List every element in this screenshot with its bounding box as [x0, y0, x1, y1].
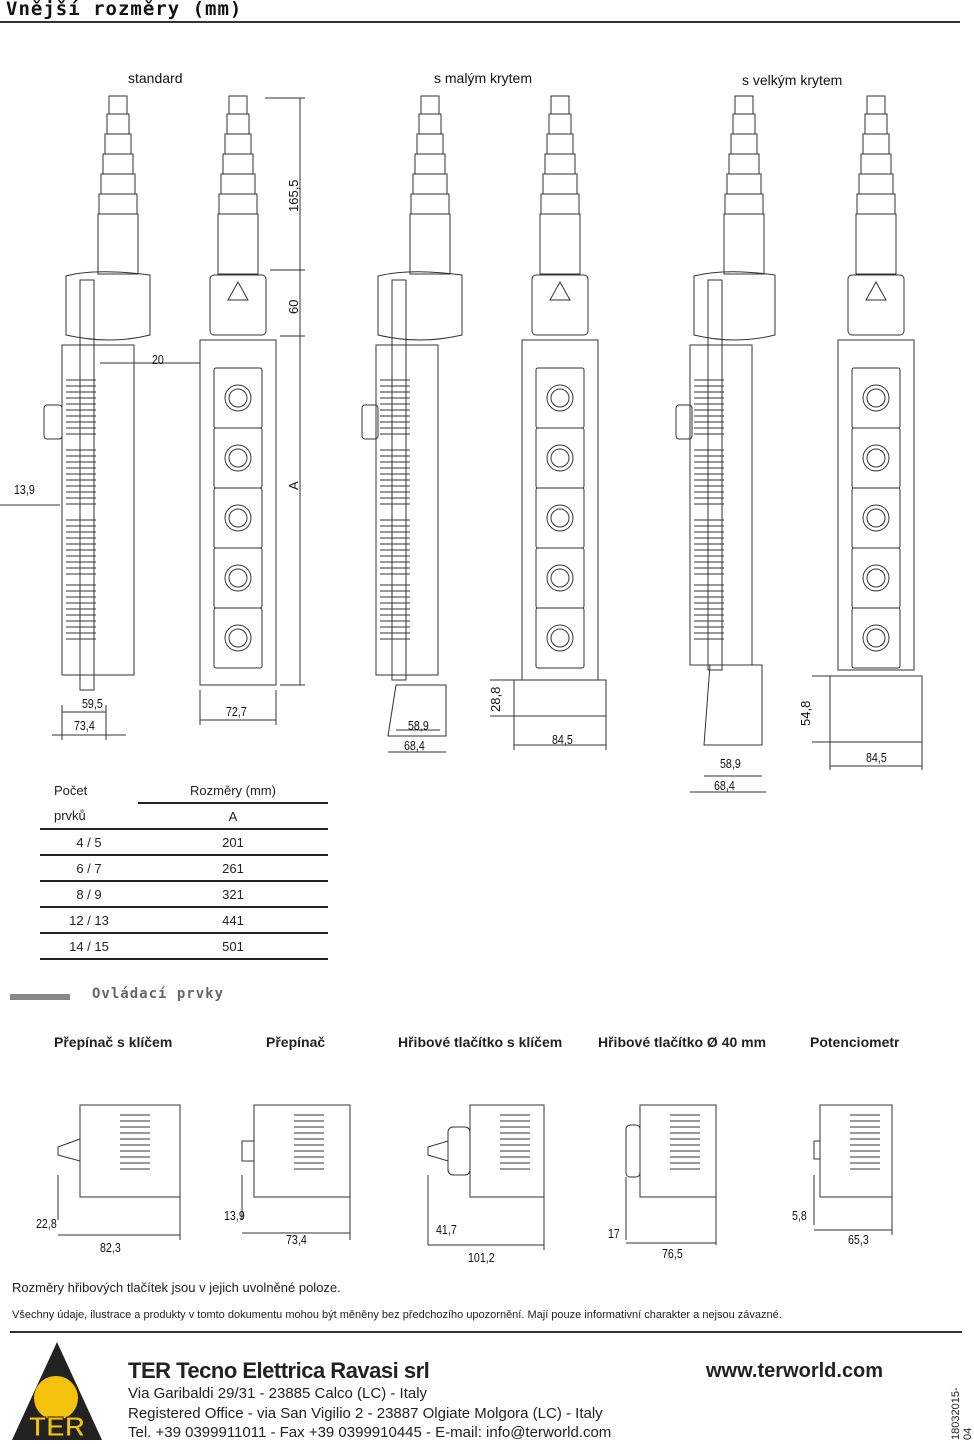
note-mushroom: Rozměry hřibových tlačítek jsou v jejich… [12, 1280, 341, 1295]
dim-28-8: 28,8 [488, 686, 503, 712]
ctl-dim-73-4: 73,4 [286, 1232, 307, 1247]
ctl-dim-17: 17 [608, 1226, 620, 1241]
control-label-mushroom-40: Hřibové tlačítko Ø 40 mm [598, 1034, 767, 1050]
logo-text: TER [29, 1411, 85, 1442]
variant-label-large-cover: s velkým krytem [742, 72, 843, 88]
page-title: Vnější rozměry (mm) [6, 0, 243, 20]
control-label-mushroom-key: Hřibové tlačítko s klíčem [398, 1034, 563, 1050]
table-cell-a: 501 [138, 933, 328, 960]
ctl-dim-76-5: 76,5 [662, 1246, 683, 1261]
small-cover-side-view [361, 95, 463, 753]
ctl-dim-41-7: 41,7 [436, 1222, 457, 1237]
dim-84-5-large: 84,5 [866, 750, 887, 765]
table-header-count: Počet [54, 783, 88, 798]
website-link[interactable]: www.terworld.com [706, 1360, 884, 1382]
large-cover-front-view [812, 95, 923, 770]
dim-13-9: 13,9 [14, 482, 35, 497]
control-label-potentiometer: Potenciometr [810, 1034, 900, 1050]
variant-label-small-cover: s malým krytem [434, 70, 532, 86]
company-name: TER Tecno Elettrica Ravasi srl [128, 1358, 430, 1383]
footer-rule [10, 1331, 962, 1333]
ctl-dim-101-2: 101,2 [468, 1250, 495, 1265]
ctl-dim-82-3: 82,3 [100, 1240, 121, 1255]
dim-58-9: 58,9 [408, 718, 429, 733]
table-cell-count: 6 / 7 [40, 855, 138, 882]
table-cell-count: 14 / 15 [40, 933, 138, 960]
control-label-switch: Přepínač [266, 1034, 326, 1050]
table-cell-count: 4 / 5 [40, 829, 138, 856]
small-cover-front-view [490, 95, 607, 750]
contact-line: Tel. +39 0399911011 - Fax +39 0399910445… [128, 1424, 612, 1441]
table-cell-a: 441 [138, 907, 328, 934]
table-cell-a: 261 [138, 855, 328, 882]
large-cover-side-view [675, 95, 776, 793]
dim-A: A [286, 481, 301, 490]
dim-68-4: 68,4 [404, 738, 425, 753]
registered-office: Registered Office - via San Vigilio 2 - … [128, 1405, 603, 1422]
dim-54-8: 54,8 [798, 700, 813, 726]
table-header-count-2: prvků [40, 803, 138, 830]
dim-73-4: 73,4 [74, 718, 95, 733]
disclaimer: Všechny údaje, ilustrace a produkty v to… [12, 1309, 782, 1321]
control-label-key-switch: Přepínač s klíčem [54, 1034, 173, 1050]
dim-84-5: 84,5 [552, 732, 573, 747]
document-code: 18032015-04 [950, 1387, 974, 1440]
dim-72-7: 72,7 [226, 704, 247, 719]
table-header-dims: Rozměry (mm) [138, 778, 328, 804]
dim-165-5: 165,5 [286, 179, 301, 212]
table-header-a: A [138, 803, 328, 830]
table-cell-a: 321 [138, 881, 328, 908]
company-address: Via Garibaldi 29/31 - 23885 Calco (LC) -… [128, 1385, 428, 1402]
variant-label-standard: standard [128, 70, 183, 86]
dim-20: 20 [152, 352, 164, 367]
ctl-dim-13-9: 13,9 [224, 1208, 245, 1223]
ctl-dim-5-8: 5,8 [792, 1208, 807, 1223]
standard-side-view [43, 95, 151, 740]
table-cell-count: 8 / 9 [40, 881, 138, 908]
dim-60: 60 [286, 299, 301, 314]
ter-logo: TER [12, 1342, 102, 1443]
ctl-dim-22-8: 22,8 [36, 1216, 57, 1231]
dim-59-5: 59,5 [82, 696, 103, 711]
section-title: Ovládací prvky [92, 986, 225, 1002]
standard-front-view [0, 95, 305, 725]
table-cell-a: 201 [138, 829, 328, 856]
dim-68-4-large: 68,4 [714, 778, 735, 793]
dim-58-9-large: 58,9 [720, 756, 741, 771]
header-rule [0, 21, 960, 23]
ctl-dim-65-3: 65,3 [848, 1232, 869, 1247]
control-side-views [57, 1104, 893, 1250]
table-cell-count: 12 / 13 [40, 907, 138, 934]
section-bar [10, 994, 70, 1000]
